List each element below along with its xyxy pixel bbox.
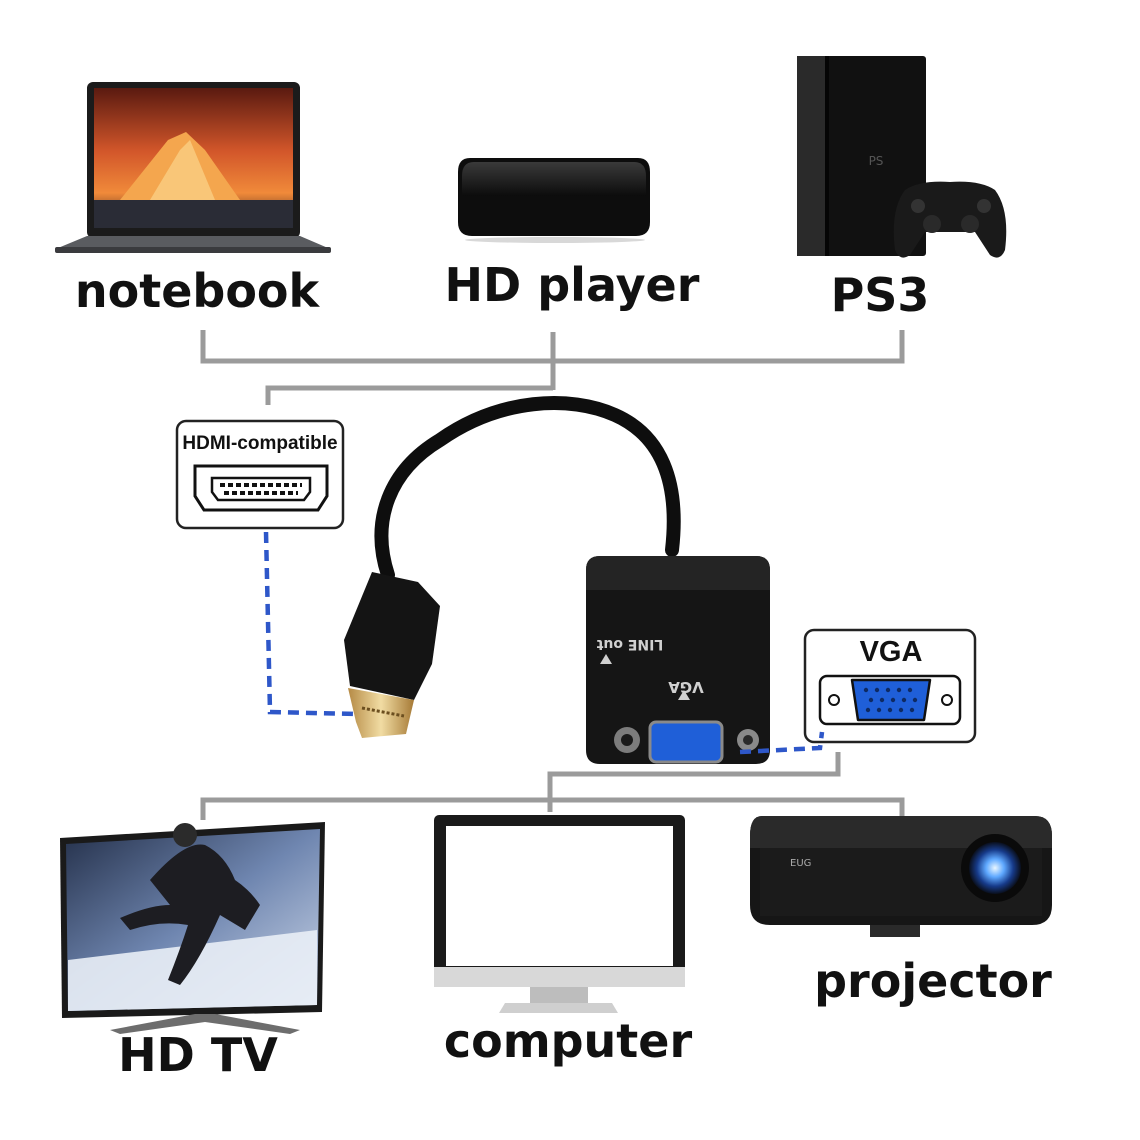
signal-dashed-lines [263,531,825,755]
hd-tv-label: HD TV [118,1028,278,1082]
hdmi-to-vga-adapter-icon: LINE out VGA [344,396,770,764]
bottom-connector-lines [200,752,905,820]
svg-text:PS: PS [869,154,884,168]
notebook-laptop-icon [55,82,331,253]
hd-player-box-icon [458,158,650,243]
ps3-label: PS3 [830,268,930,322]
adapter-vga-label: VGA [668,678,704,696]
adapter-line-out-label: LINE out [596,636,663,652]
projector-label: projector [814,954,1052,1008]
hdmi-plug [344,572,440,738]
hd-tv-icon [60,822,325,1034]
hdmi-port-icon [193,464,329,512]
computer-monitor-icon [434,815,685,1013]
ps3-console-icon: PS [797,56,926,256]
hd-player-label: HD player [444,258,700,312]
vga-port-callout [803,628,977,744]
projector-icon: EUG [750,816,1052,937]
computer-label: computer [443,1014,693,1068]
vga-port-icon [818,674,962,726]
top-connector-lines [200,330,905,405]
notebook-label: notebook [74,264,320,318]
gamepad-icon [893,181,1007,258]
hdmi-port-callout [175,419,345,530]
vga-port-label: VGA [859,636,923,668]
hdmi-port-label: HDMI-compatible [182,433,338,454]
projector-brand-label: EUG [790,858,811,869]
